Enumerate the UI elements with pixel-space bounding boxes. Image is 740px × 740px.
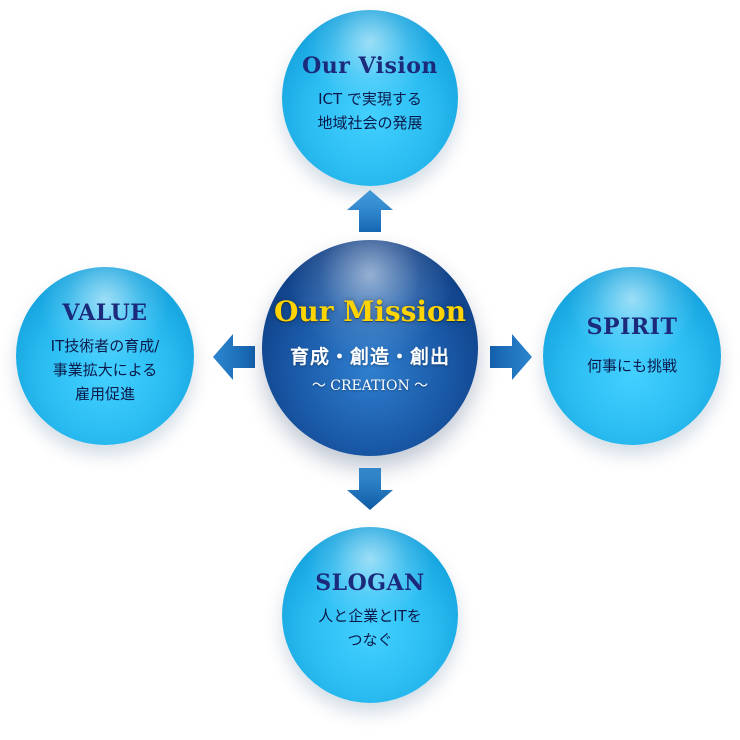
arrow-right-icon bbox=[490, 334, 532, 380]
spirit-text: 何事にも挑戦 bbox=[586, 357, 677, 375]
slogan-text: 人と企業とITを つなぐ bbox=[318, 607, 422, 649]
vision-title: Our Vision bbox=[302, 53, 438, 79]
slogan-sphere: SLOGAN 人と企業とITを つなぐ bbox=[282, 527, 458, 703]
mission-sphere: Our Mission 育成・創造・創出 〜 CREATION 〜 bbox=[262, 240, 478, 456]
spirit-sphere: SPIRIT 何事にも挑戦 bbox=[543, 267, 721, 445]
arrow-up-icon bbox=[347, 190, 393, 232]
slogan-title: SLOGAN bbox=[315, 570, 425, 596]
mission-sub-text: 〜 CREATION 〜 bbox=[311, 378, 429, 394]
value-sphere: VALUE IT技術者の育成/ 事業拡大による 雇用促進 bbox=[16, 267, 194, 445]
arrow-left-icon bbox=[213, 334, 255, 380]
spirit-title: SPIRIT bbox=[586, 314, 678, 340]
arrow-down-icon bbox=[347, 468, 393, 510]
vision-text: ICT で実現する 地域社会の発展 bbox=[317, 90, 423, 132]
vision-sphere: Our Vision ICT で実現する 地域社会の発展 bbox=[282, 10, 458, 186]
mission-main-text: 育成・創造・創出 bbox=[289, 346, 450, 368]
value-text: IT技術者の育成/ 事業拡大による 雇用促進 bbox=[50, 337, 160, 403]
mission-title: Our Mission bbox=[273, 295, 467, 328]
value-title: VALUE bbox=[62, 300, 148, 326]
